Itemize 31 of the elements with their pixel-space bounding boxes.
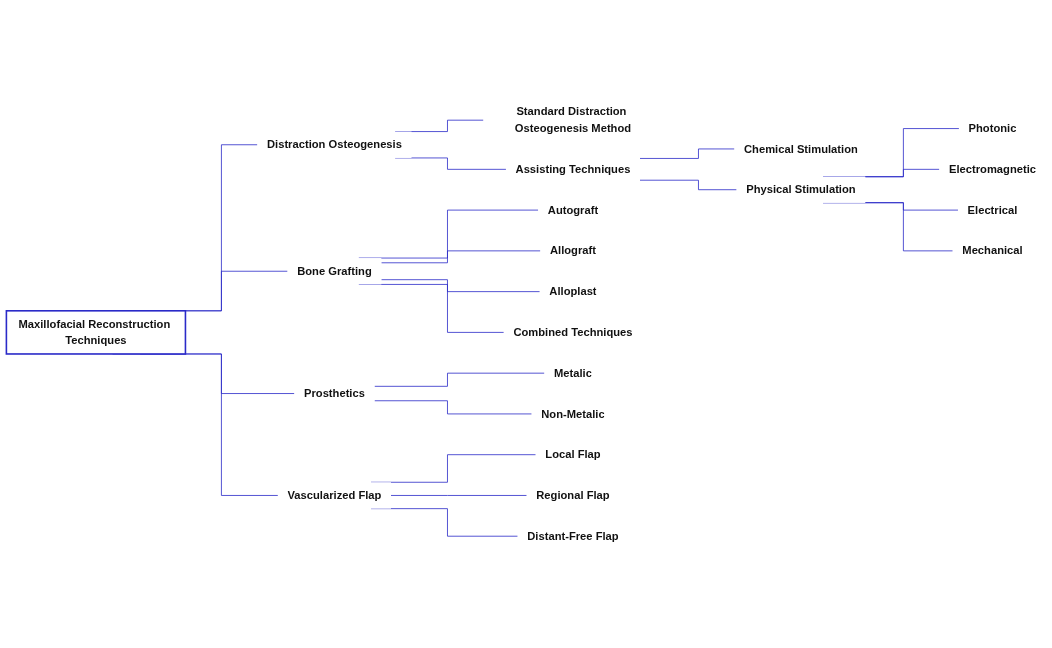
node-box: Maxillofacial Reconstruction Techniques bbox=[5, 310, 187, 355]
node-text: Regional Flap bbox=[536, 488, 610, 502]
node-text: Electrical bbox=[967, 203, 1018, 217]
node-text: Standard Distraction Osteogenesis Method bbox=[514, 104, 632, 135]
connector bbox=[864, 168, 940, 178]
connector bbox=[639, 148, 735, 159]
node-text: Autograft bbox=[547, 203, 599, 217]
node-text: Vascularized Flap bbox=[287, 488, 382, 502]
connector bbox=[639, 179, 737, 191]
node-text: Distant-Free Flap bbox=[527, 529, 619, 543]
node-text: Prosthetics bbox=[303, 386, 365, 400]
connector bbox=[822, 202, 954, 252]
connector bbox=[390, 495, 528, 496]
node-text: Local Flap bbox=[545, 447, 601, 461]
node-text: Electromagnetic bbox=[948, 162, 1037, 176]
connector bbox=[380, 250, 541, 264]
node-text: Allograft bbox=[549, 244, 596, 257]
node-text: Non-Metalic bbox=[541, 407, 605, 420]
connector bbox=[358, 209, 539, 259]
node-text: Alloplast bbox=[549, 284, 597, 298]
node-text: Mechanical bbox=[962, 244, 1023, 257]
node-text: Assisting Techniques bbox=[515, 162, 631, 176]
connector bbox=[374, 372, 545, 387]
node-text: Photonic bbox=[968, 121, 1017, 135]
node-text: Metalic bbox=[554, 366, 592, 380]
connector bbox=[380, 279, 541, 293]
node-text: Combined Techniques bbox=[513, 325, 633, 339]
connector bbox=[374, 400, 533, 415]
node-text: Chemical Stimulation bbox=[744, 142, 858, 155]
node-text: Distraction Osteogenesis bbox=[266, 137, 402, 151]
connector bbox=[394, 157, 507, 170]
